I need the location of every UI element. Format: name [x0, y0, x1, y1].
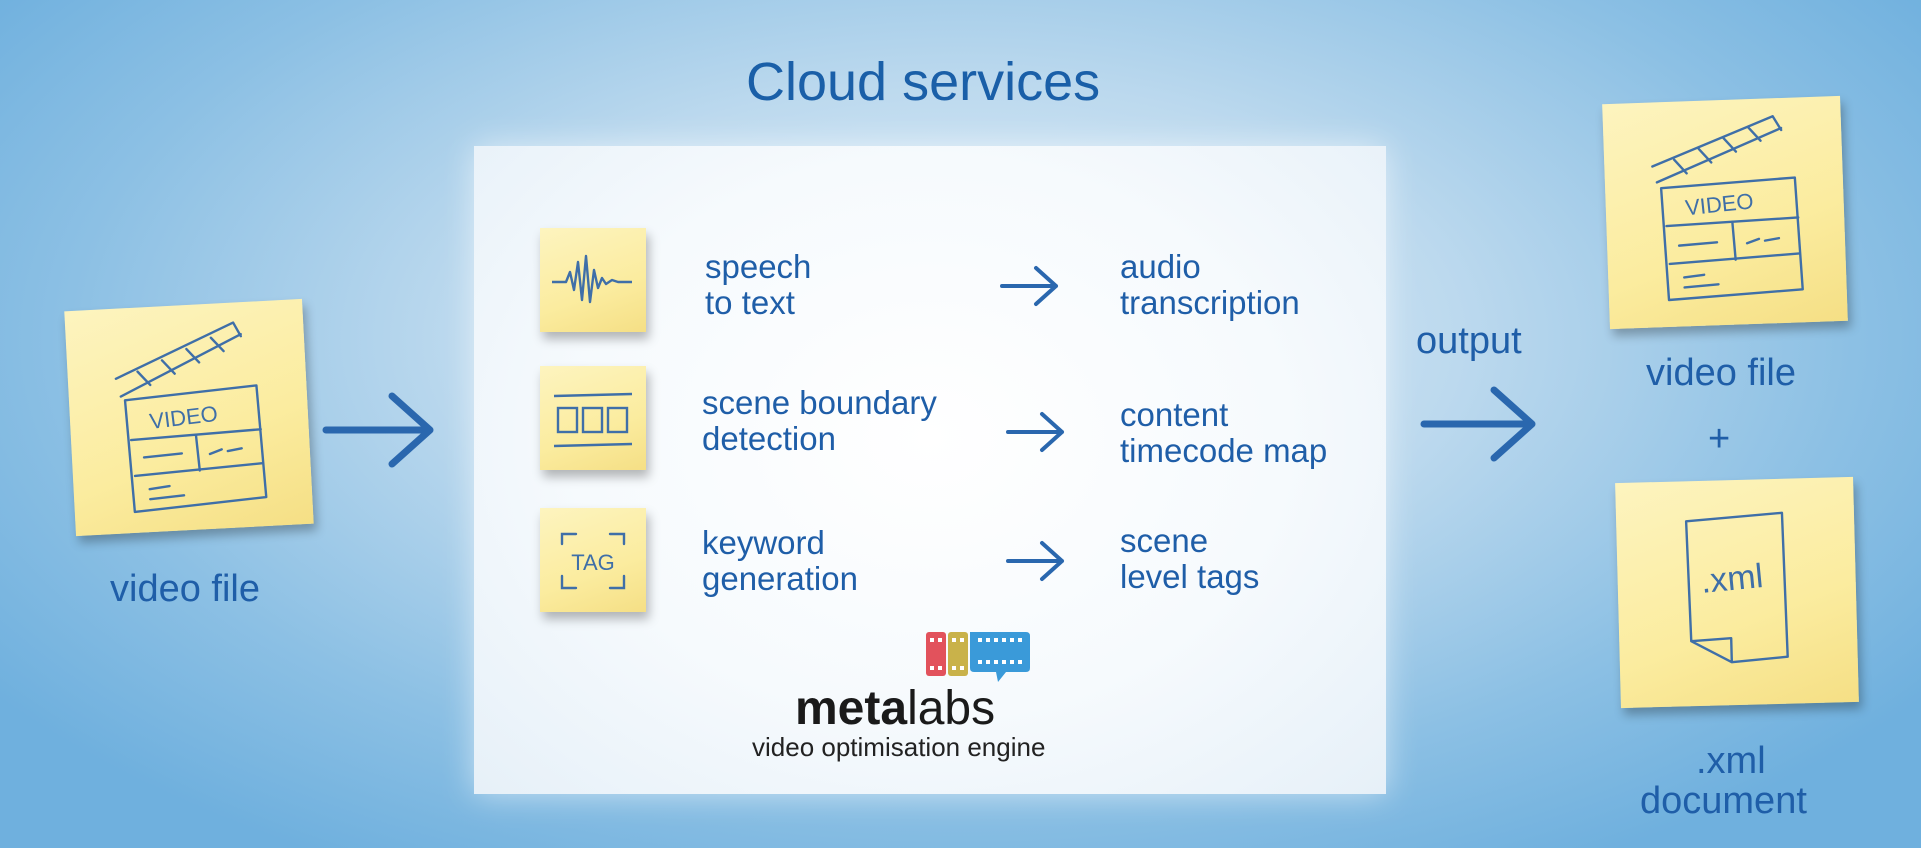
service-result-line2: level tags — [1120, 558, 1260, 595]
service-name-line1: scene boundary — [702, 384, 937, 421]
service-name-line2: detection — [702, 420, 836, 457]
service-name-line1: speech — [705, 248, 812, 285]
output-xml-label-line2: document — [1640, 780, 1807, 822]
service-result-line2: transcription — [1120, 284, 1300, 321]
output-xml-note: .xml — [1615, 476, 1859, 709]
scene-frames-note — [540, 366, 646, 470]
service-result-line1: scene — [1120, 522, 1209, 559]
service-name-line2: generation — [702, 560, 858, 597]
xml-document-icon: .xml — [1684, 511, 1789, 664]
scene-frames-icon — [553, 392, 633, 448]
output-label: output — [1416, 320, 1522, 362]
service-arrow-icon — [1006, 412, 1064, 452]
service-result-line1: content — [1120, 396, 1229, 433]
output-xml-label-line1: .xml — [1696, 740, 1766, 782]
input-arrow-icon — [322, 392, 434, 468]
input-video-note: VIDEO — [64, 298, 314, 537]
clapperboard-icon: VIDEO — [1651, 115, 1804, 302]
service-arrow-icon — [1000, 266, 1058, 306]
tag-icon-text: TAG — [571, 550, 615, 575]
output-arrow-icon — [1420, 386, 1536, 462]
xml-note-text: .xml — [1699, 557, 1765, 601]
logo-word-light: labs — [907, 682, 996, 735]
output-note-video-text: VIDEO — [1684, 188, 1755, 220]
input-video-label: video file — [110, 568, 260, 610]
service-name-line1: keyword — [702, 524, 825, 561]
output-plus: + — [1708, 418, 1731, 460]
service-arrow-icon — [1006, 541, 1064, 581]
waveform-icon — [552, 254, 632, 304]
waveform-note — [540, 228, 646, 332]
clapperboard-icon: VIDEO — [114, 321, 268, 514]
input-note-video-text: VIDEO — [148, 401, 219, 434]
logo-tagline: video optimisation engine — [752, 732, 1046, 762]
logo-word-bold: meta — [795, 682, 908, 735]
tag-note: TAG — [540, 508, 646, 612]
service-result-line1: audio — [1120, 248, 1201, 285]
output-video-label: video file — [1646, 352, 1796, 394]
page-title: Cloud services — [746, 52, 1101, 112]
tag-icon: TAG — [560, 532, 626, 590]
service-result-line2: timecode map — [1120, 432, 1328, 469]
output-video-note: VIDEO — [1602, 95, 1848, 330]
metalabs-logo-wordmark: metalabs — [795, 682, 996, 735]
service-name-line2: to text — [705, 284, 795, 321]
metalabs-logo-icon — [926, 632, 1030, 682]
